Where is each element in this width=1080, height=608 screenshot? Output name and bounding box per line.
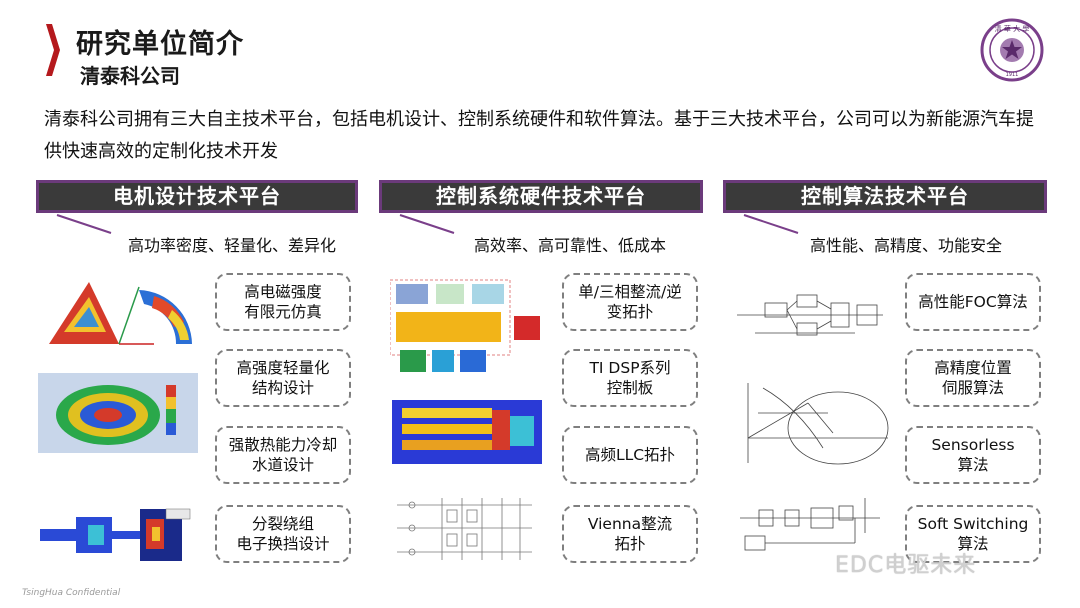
item-split-winding: 分裂绕组 电子换挡设计 (215, 505, 351, 563)
item-lightweight-structure: 高强度轻量化 结构设计 (215, 349, 351, 407)
item-dsp-board: TI DSP系列 控制板 (562, 349, 698, 407)
watermark: EDC电驱未来 (835, 553, 977, 578)
vienna-schematic-image (397, 498, 532, 560)
intro-paragraph: 清泰科公司拥有三大自主技术平台，包括电机设计、控制系统硬件和软件算法。基于三大技… (44, 109, 1034, 162)
footer-confidential: TsingHua Confidential (22, 588, 121, 598)
university-seal-logo: 清 華 大 學 1911 (980, 18, 1044, 82)
item-soft-switching: Soft Switching 算法 (905, 505, 1041, 563)
item-cooling-channel: 强散热能力冷却 水道设计 (215, 426, 351, 484)
pointer-line (399, 214, 455, 234)
item-vienna-topology: Vienna整流 拓扑 (562, 505, 698, 563)
fea-magnetic-image (49, 282, 192, 345)
pointer-line (743, 214, 799, 234)
item-llc-topology: 高频LLC拓扑 (562, 426, 698, 484)
hardware-block-diagram-image (390, 279, 540, 372)
page-title: 研究单位简介 (76, 29, 244, 60)
banner-algorithm-platform: 控制算法技术平台 (723, 180, 1047, 213)
llc-thermal-image (392, 400, 542, 464)
feature-hardware: 高效率、高可靠性、低成本 (474, 236, 667, 255)
soft-switching-diagram-image (740, 498, 880, 551)
item-rectifier-topology: 单/三相整流/逆 变拓扑 (562, 273, 698, 331)
structure-simulation-image (38, 373, 198, 453)
banner-motor-platform: 电机设计技术平台 (36, 180, 358, 213)
item-foc-algorithm: 高性能FOC算法 (905, 273, 1041, 331)
item-servo-algorithm: 高精度位置 伺服算法 (905, 349, 1041, 407)
svg-text:1911: 1911 (1006, 72, 1019, 78)
foc-block-diagram-image (737, 294, 883, 336)
item-sensorless-algorithm: Sensorless 算法 (905, 426, 1041, 484)
chevron-icon (46, 24, 60, 76)
feature-algorithm: 高性能、高精度、功能安全 (810, 236, 1003, 255)
split-winding-image (40, 508, 191, 561)
page-subtitle: 清泰科公司 (80, 64, 180, 88)
servo-vector-diagram-image (747, 383, 889, 465)
feature-motor: 高功率密度、轻量化、差异化 (128, 236, 337, 255)
svg-text:清 華 大 學: 清 華 大 學 (995, 24, 1030, 33)
banner-hardware-platform: 控制系统硬件技术平台 (379, 180, 703, 213)
pointer-line (56, 214, 112, 234)
item-fea-simulation: 高电磁强度 有限元仿真 (215, 273, 351, 331)
